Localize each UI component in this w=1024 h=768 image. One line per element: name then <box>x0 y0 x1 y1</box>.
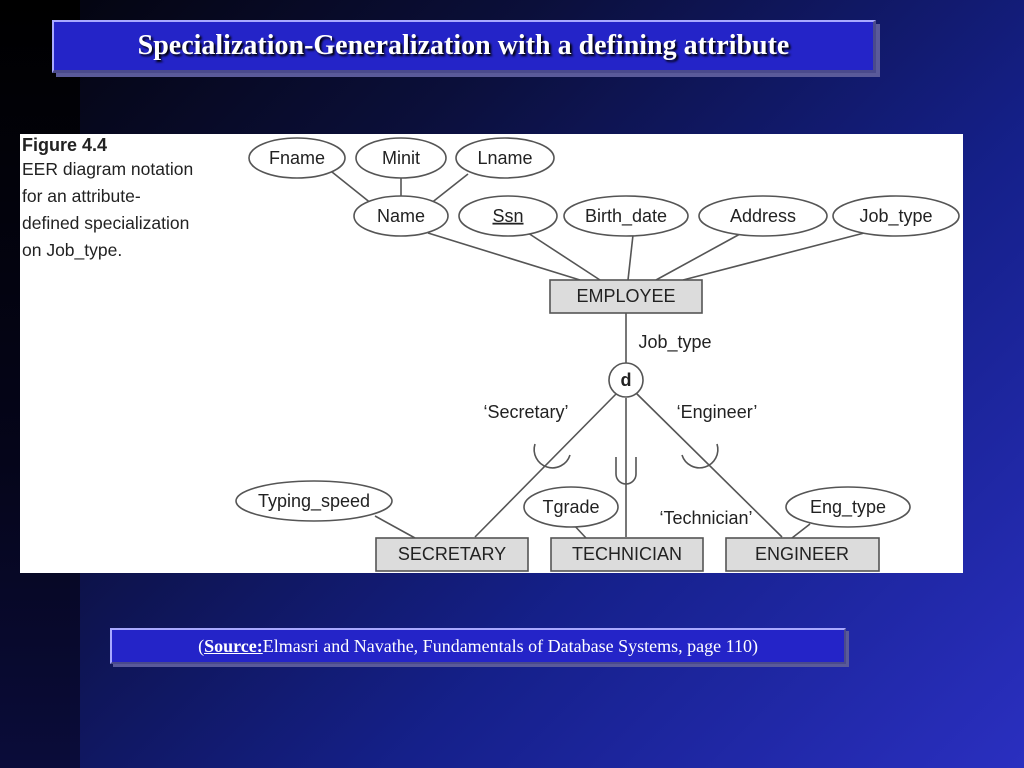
entity-boxes <box>375 279 880 572</box>
line-ssn-employee <box>527 232 601 281</box>
subset-symbol-technician <box>615 457 637 485</box>
line-disjoint-secretary <box>474 392 618 538</box>
slide-title: Specialization-Generalization with a def… <box>137 30 790 61</box>
subset-symbol-engineer <box>681 443 719 469</box>
line-jobtype-employee <box>682 231 869 281</box>
figure-caption-title: Figure 4.4 <box>22 135 108 155</box>
line-address-employee <box>655 233 741 281</box>
attr-typing-speed <box>235 480 393 522</box>
entity-technician-box <box>550 537 704 572</box>
source-label: Source: <box>204 635 263 656</box>
attr-birth-date <box>563 195 689 237</box>
caption-line: on Job_type. <box>22 240 123 260</box>
caption-line: for an attribute- <box>22 186 141 206</box>
figure-caption-body: EER diagram notation for an attribute- d… <box>22 156 237 264</box>
attribute-ellipses <box>235 137 960 528</box>
entity-secretary-label: SECRETARY <box>398 544 506 564</box>
attr-name <box>353 195 449 237</box>
caption-line: EER diagram notation <box>22 159 194 179</box>
attr-name-label: Name <box>377 206 425 226</box>
branch-label-technician: ‘Technician’ <box>659 508 752 528</box>
source-text: Elmasri and Navathe, Fundamentals of Dat… <box>262 635 758 656</box>
disjoint-symbol: d <box>621 370 632 390</box>
attr-lname-label: Lname <box>477 148 532 168</box>
source-citation-box: (Source: Elmasri and Navathe, Fundamenta… <box>110 628 846 664</box>
entity-employee-label: EMPLOYEE <box>576 286 675 306</box>
attr-ssn <box>458 195 558 237</box>
figure-panel: Figure 4.4 EER diagram notation for an a… <box>20 134 963 573</box>
line-name-employee <box>427 232 581 281</box>
subset-symbol-secretary <box>533 443 571 469</box>
entity-employee-box <box>549 279 703 314</box>
caption-line: defined specialization <box>22 213 190 233</box>
attr-birth-date-label: Birth_date <box>585 206 667 227</box>
entity-engineer-box <box>725 537 880 572</box>
branch-label-secretary: ‘Secretary’ <box>483 402 568 422</box>
line-fname-name <box>331 171 373 205</box>
attr-address <box>698 195 828 237</box>
entity-secretary-box <box>375 537 529 572</box>
line-engtype-engineer <box>791 523 811 539</box>
attr-eng-type-label: Eng_type <box>810 497 886 518</box>
source-open-paren: ( <box>198 635 205 656</box>
attr-job-type <box>832 195 960 237</box>
figure-caption: Figure 4.4 EER diagram notation for an a… <box>22 134 237 264</box>
disjoint-circle <box>608 362 644 398</box>
entity-engineer-label: ENGINEER <box>755 544 849 564</box>
attr-address-label: Address <box>730 206 796 226</box>
defining-attribute-label: Job_type <box>638 332 711 353</box>
attr-lname <box>455 137 555 179</box>
branch-label-engineer: ‘Engineer’ <box>677 402 758 422</box>
attr-ssn-label: Ssn <box>492 206 523 226</box>
entity-technician-label: TECHNICIAN <box>572 544 682 564</box>
attr-minit-label: Minit <box>382 148 420 168</box>
attr-typing-speed-label: Typing_speed <box>258 491 370 512</box>
eer-diagram: Fname Minit Lname Name Ssn Birth_date Ad… <box>235 137 960 572</box>
slide-title-box: Specialization-Generalization with a def… <box>52 20 876 73</box>
attr-fname <box>248 137 346 179</box>
attr-eng-type <box>785 486 911 528</box>
line-typingspeed-secretary <box>374 515 416 539</box>
line-birthdate-employee <box>627 234 634 281</box>
attr-fname-label: Fname <box>269 148 325 168</box>
line-lname-name <box>429 173 469 205</box>
attr-tgrade <box>523 486 619 528</box>
attr-tgrade-label: Tgrade <box>542 497 599 517</box>
attr-minit <box>355 137 447 179</box>
attr-job-type-label: Job_type <box>859 206 932 227</box>
